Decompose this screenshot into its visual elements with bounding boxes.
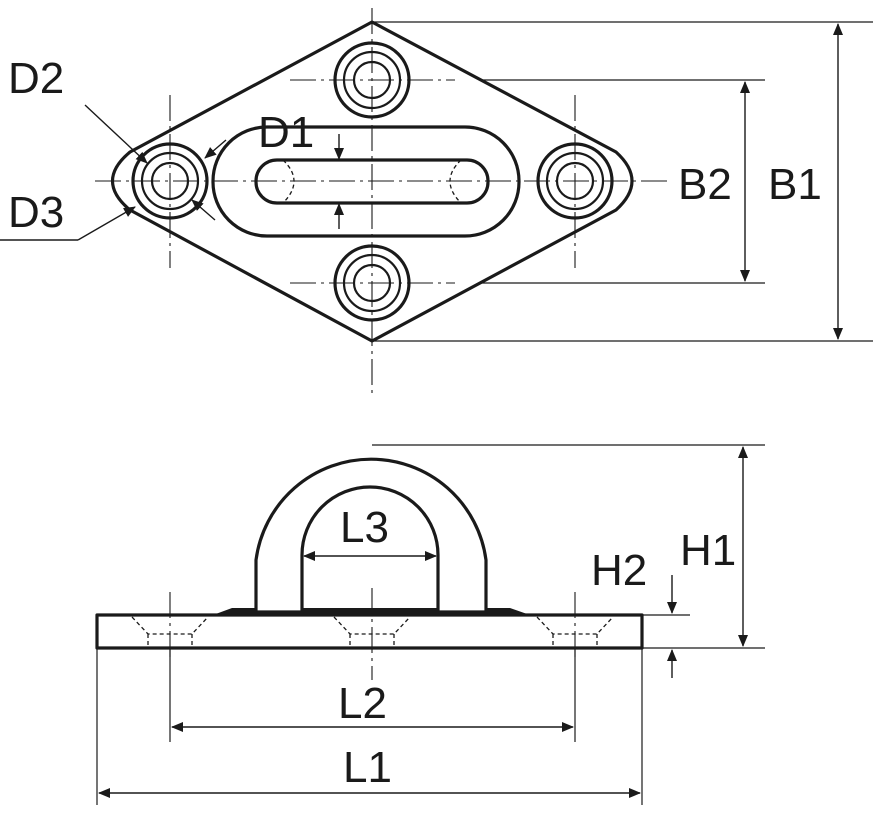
d1-label: D1 — [258, 108, 314, 157]
l3-label: L3 — [340, 503, 389, 552]
b2-label: B2 — [678, 160, 732, 209]
h2-label: H2 — [591, 546, 647, 595]
side-base-plate — [95, 613, 644, 650]
d2-leader — [84, 104, 148, 164]
l1-label: L1 — [343, 743, 392, 792]
b1-label: B1 — [768, 160, 822, 209]
top-view: B1 B2 D1 D2 D3 — [0, 8, 873, 398]
side-view: L3 H1 H2 L2 L1 — [95, 444, 765, 805]
l2-label: L2 — [338, 679, 387, 728]
loop-profile — [254, 457, 488, 614]
d3-label: D3 — [8, 188, 64, 237]
countersink-arrow-lower — [191, 199, 216, 221]
countersink-arrow-upper — [204, 139, 227, 159]
h1-label: H1 — [680, 526, 736, 575]
d2-label: D2 — [8, 54, 64, 103]
d3-leader — [77, 206, 136, 241]
